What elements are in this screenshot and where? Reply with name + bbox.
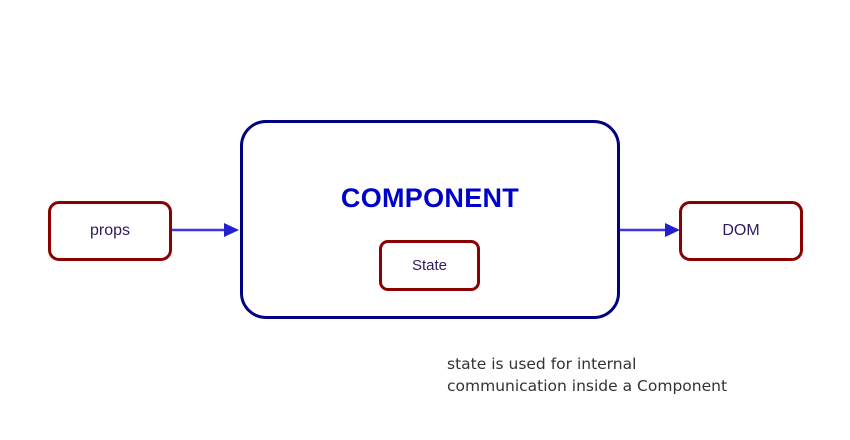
node-dom[interactable]: DOM	[679, 201, 803, 261]
node-state-label: State	[411, 257, 448, 274]
arrow-props-to-component	[170, 218, 240, 242]
arrow-component-to-dom	[618, 218, 681, 242]
node-props[interactable]: props	[48, 201, 172, 261]
diagram-caption: state is used for internal communication…	[447, 355, 728, 395]
node-component[interactable]: COMPONENT	[240, 120, 620, 319]
node-props-label: props	[89, 222, 131, 239]
component-title: COMPONENT	[340, 183, 520, 213]
node-state[interactable]: State	[379, 240, 480, 291]
node-dom-label: DOM	[722, 222, 760, 239]
